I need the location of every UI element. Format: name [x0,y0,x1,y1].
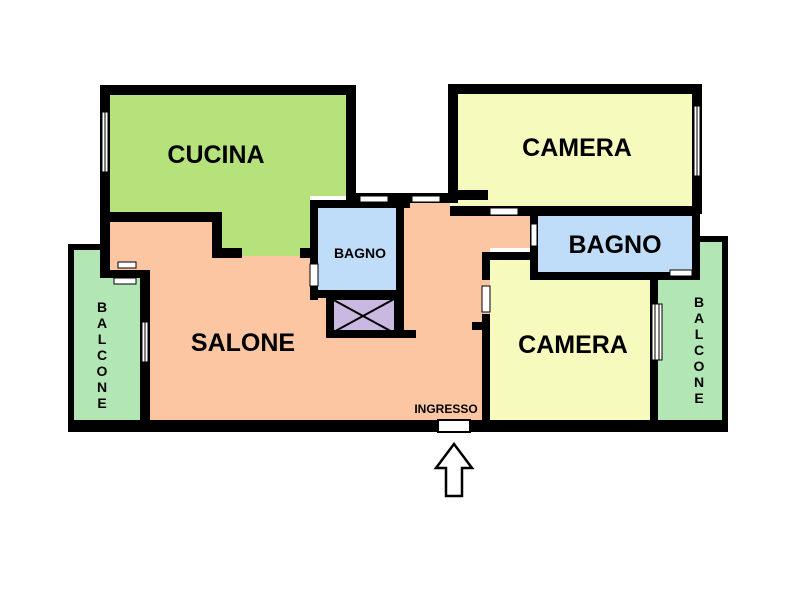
cucina-label: CUCINA [167,141,264,169]
camera-top-fill [452,88,698,212]
windows [101,105,701,363]
bagno-large-label: BAGNO [568,231,661,259]
crossed-box-icon [328,296,398,336]
bagno-small-fill [316,206,400,290]
camera-bottom-label: CAMERA [518,331,628,359]
bagno-small-label: BAGNO [334,245,386,261]
up-arrow-outline-icon [433,441,475,498]
ingresso-label: INGRESSO [414,402,477,416]
salone-fill [103,200,535,428]
entrance-door [437,419,471,433]
salone-label: SALONE [191,329,295,357]
camera-bottom-fill [490,258,656,428]
bagno-large-fill [536,214,694,276]
camera-top-label: CAMERA [522,134,632,162]
